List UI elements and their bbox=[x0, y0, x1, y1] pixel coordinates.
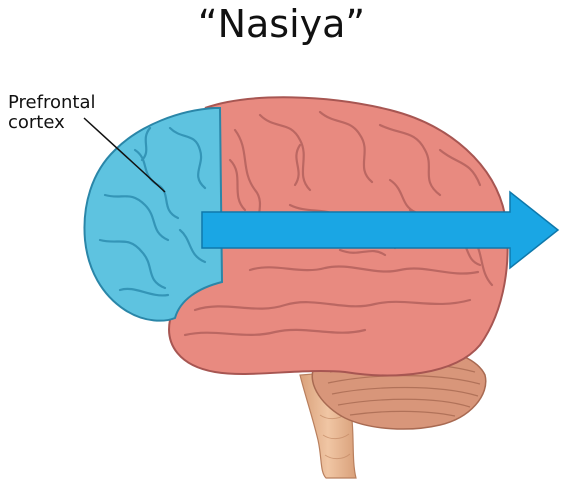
brain-illustration-icon bbox=[0, 0, 563, 486]
